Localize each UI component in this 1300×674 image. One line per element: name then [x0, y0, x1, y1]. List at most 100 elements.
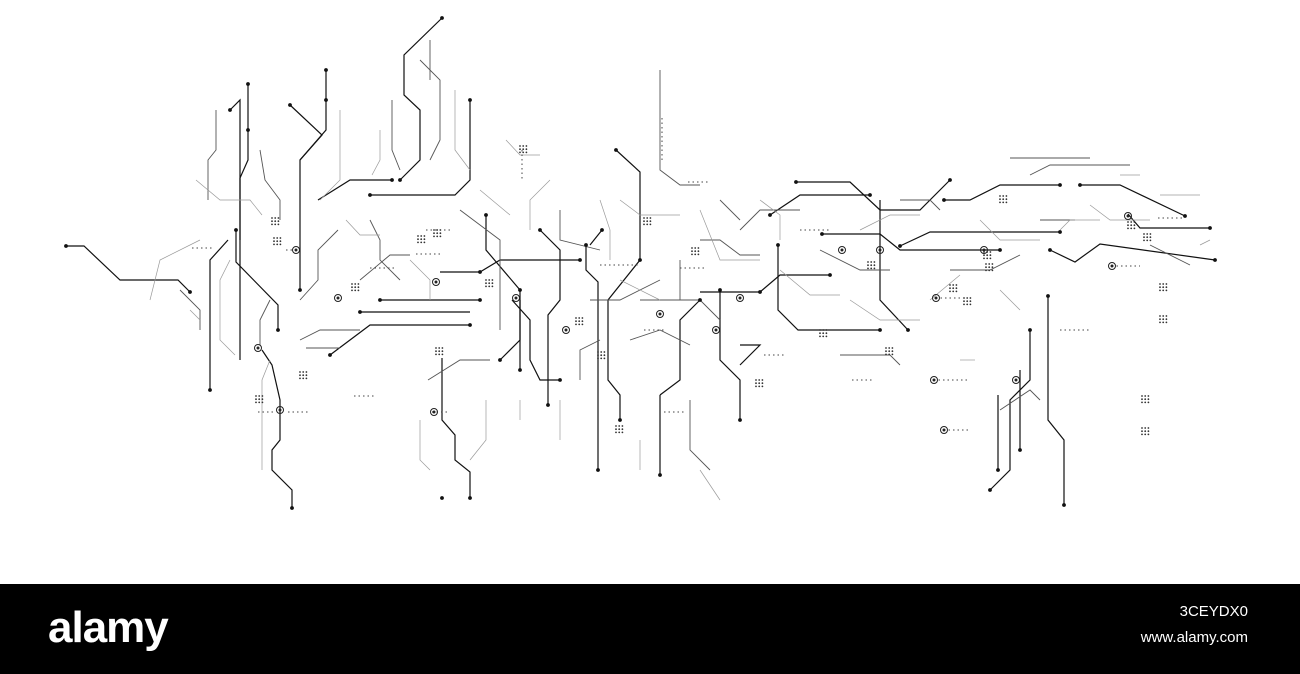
trace-endpoint-dot: [758, 290, 762, 294]
trace-endpoint-dot: [328, 353, 332, 357]
dot-grid-dot: [991, 263, 994, 265]
dot-grid-dot: [1159, 321, 1161, 324]
dot-grid: [435, 347, 444, 356]
light-traces: [149, 90, 1211, 501]
alamy-logo: alamy: [48, 603, 169, 652]
dot-grid-dot: [1144, 398, 1147, 401]
trace-endpoint-dot: [246, 82, 250, 86]
dot-grid: [273, 237, 282, 246]
ring-marker-center: [932, 378, 936, 382]
dot-grid-dot: [276, 237, 279, 239]
dot-grid-dot: [966, 297, 969, 299]
dot-grid-dot: [643, 220, 645, 223]
dark-traces: [66, 17, 1216, 508]
dot-grid: [485, 279, 494, 288]
dot-grid-dot: [955, 287, 958, 290]
dot-grid-dot: [354, 289, 357, 292]
dot-grid: [999, 195, 1008, 204]
dot-grid-dot: [274, 220, 277, 223]
dot-grid-dot: [1165, 321, 1168, 324]
trace-endpoint-dot: [1058, 183, 1062, 187]
watermark-footer-bar: alamy 3CEYDX0 www.alamy.com: [0, 584, 1300, 674]
dot-grid-dot: [1165, 289, 1168, 292]
ring-marker-center: [942, 428, 946, 432]
dot-grid-dot: [963, 303, 965, 306]
trace-endpoint-dots: [64, 16, 1217, 510]
dot-grid-dot: [985, 266, 987, 269]
dot-grid-dot: [1147, 427, 1150, 429]
dot-grid-dot: [691, 250, 693, 253]
dot-grid-dot: [258, 401, 261, 404]
dot-grid-dot: [969, 297, 972, 299]
dot-grid: [433, 229, 442, 238]
ring-marker: [1012, 376, 1020, 384]
dot-grid-dot: [691, 247, 693, 249]
dot-grid-dot: [888, 353, 891, 356]
dot-grid-dot: [522, 145, 525, 147]
dot-grid-dot: [955, 284, 958, 286]
trace-endpoint-dot: [614, 148, 618, 152]
dot-grid: [949, 284, 958, 293]
mid-traces: [179, 40, 1191, 471]
dot-grid-dot: [276, 243, 279, 246]
ring-marker-center: [738, 296, 742, 300]
dot-grid-dot: [1147, 395, 1150, 397]
dot-grid-dot: [519, 148, 521, 151]
dot-grid-dot: [618, 431, 621, 434]
dot-grid-dot: [1144, 401, 1147, 404]
dot-grid-dot: [1130, 224, 1133, 227]
dot-grid-dot: [420, 235, 423, 237]
dot-grid-dot: [597, 354, 599, 357]
dot-grid-dot: [985, 269, 987, 272]
dot-grid-dot: [435, 353, 437, 356]
ring-marker: [562, 326, 570, 334]
trace-endpoint-dot: [390, 178, 394, 182]
dot-grid-dot: [697, 250, 700, 253]
dot-grid-dot: [888, 347, 891, 349]
dot-grid-dot: [299, 377, 301, 380]
dot-grid-dot: [258, 395, 261, 397]
ring-markers: [254, 212, 1132, 434]
trace-endpoint-dot: [468, 323, 472, 327]
trace-endpoint-dot: [942, 198, 946, 202]
dot-grid-dot: [694, 253, 697, 256]
ring-marker-center: [658, 312, 662, 316]
dot-grid-dot: [999, 198, 1001, 201]
trace-endpoint-dot: [618, 418, 622, 422]
dot-grid-dot: [271, 223, 273, 226]
trace-endpoint-dot: [1183, 214, 1187, 218]
dot-grid-dot: [274, 217, 277, 219]
trace-endpoint-dot: [440, 496, 444, 500]
trace-endpoint-dot: [768, 213, 772, 217]
dot-grid-dot: [1005, 201, 1008, 204]
trace-endpoint-dot: [698, 298, 702, 302]
dot-grid-dot: [519, 145, 521, 147]
dot-grid-dot: [420, 238, 423, 241]
dot-grid-dot: [963, 297, 965, 299]
trace-endpoint-dot: [776, 243, 780, 247]
dot-grid-dot: [305, 377, 308, 380]
dot-grid-dot: [423, 235, 426, 237]
dot-grid-dot: [1005, 195, 1008, 197]
ring-marker: [940, 426, 948, 434]
dot-grid-dot: [273, 240, 275, 243]
dot-grid-dot: [485, 285, 487, 288]
ring-marker-center: [1014, 378, 1018, 382]
dot-grid-dot: [417, 235, 419, 237]
ring-marker: [932, 294, 940, 302]
dot-grid-dot: [351, 289, 353, 292]
dot-grid-dot: [519, 151, 521, 154]
dot-grid-dot: [966, 300, 969, 303]
dot-grid-dot: [999, 201, 1001, 204]
dot-grid-dot: [1165, 283, 1168, 285]
dot-grid-dot: [485, 279, 487, 281]
dot-grid-dot: [1141, 430, 1143, 433]
dotted-traces: [192, 118, 1184, 431]
dot-grid-dot: [578, 317, 581, 319]
dot-grid-dot: [983, 251, 985, 253]
dot-grid: [615, 425, 624, 434]
dot-grid-dot: [357, 289, 360, 292]
trace-endpoint-dot: [290, 506, 294, 510]
dot-grid: [1141, 395, 1150, 404]
trace-endpoint-dot: [1046, 294, 1050, 298]
